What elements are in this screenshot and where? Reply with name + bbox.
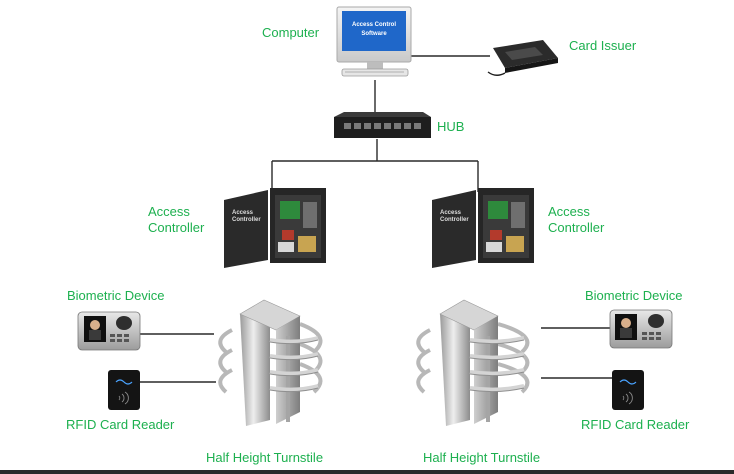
fingerprint-sensor-right: [648, 314, 664, 328]
computer-monitor: Access Control Software: [336, 6, 412, 77]
rfid-right-label: RFID Card Reader: [581, 417, 690, 432]
cabinet-label-left-1: Access: [232, 210, 254, 216]
access-controller-right: Access Controller: [432, 188, 534, 268]
rfid-reader-left: [108, 370, 140, 410]
contactless-icon-left: [118, 391, 129, 405]
monitor-stand: [367, 62, 383, 70]
network-hub: [334, 112, 431, 138]
turnstile-right: [416, 299, 530, 426]
access-controller-right-label-2: Controller: [548, 220, 605, 235]
hub-to-controllers-line: [271, 139, 479, 192]
connection-lines: [138, 55, 612, 383]
computer-label: Computer: [262, 25, 320, 40]
card-issuer-label: Card Issuer: [569, 38, 637, 53]
rfid-reader-right: [612, 370, 644, 410]
card-issuer-device: [487, 40, 558, 76]
screen-line-1: Access Control: [352, 22, 396, 28]
biometric-device-right: [609, 309, 673, 349]
biometric-right-label: Biometric Device: [585, 288, 683, 303]
turnstile-left-label: Half Height Turnstile: [206, 450, 323, 465]
bottom-border: [0, 470, 734, 474]
biometric-device-left: [77, 311, 141, 351]
biometric-left-label: Biometric Device: [67, 288, 165, 303]
rfid-left-label: RFID Card Reader: [66, 417, 175, 432]
cabinet-label-right-2: Controller: [440, 217, 469, 223]
fingerprint-sensor-left: [116, 316, 132, 330]
hub-label: HUB: [437, 119, 464, 134]
contactless-icon-right: [622, 391, 633, 405]
access-controller-right-label-1: Access: [548, 204, 590, 219]
cabinet-label-left-2: Controller: [232, 217, 261, 223]
access-controller-left-label-1: Access: [148, 204, 190, 219]
screen-line-2: Software: [361, 31, 387, 37]
access-controller-left: Access Controller: [224, 188, 326, 268]
turnstile-left: [218, 299, 323, 426]
cabinet-label-right-1: Access: [440, 210, 462, 216]
turnstile-right-label: Half Height Turnstile: [423, 450, 540, 465]
access-controller-left-label-2: Controller: [148, 220, 205, 235]
monitor-screen: [342, 11, 406, 51]
